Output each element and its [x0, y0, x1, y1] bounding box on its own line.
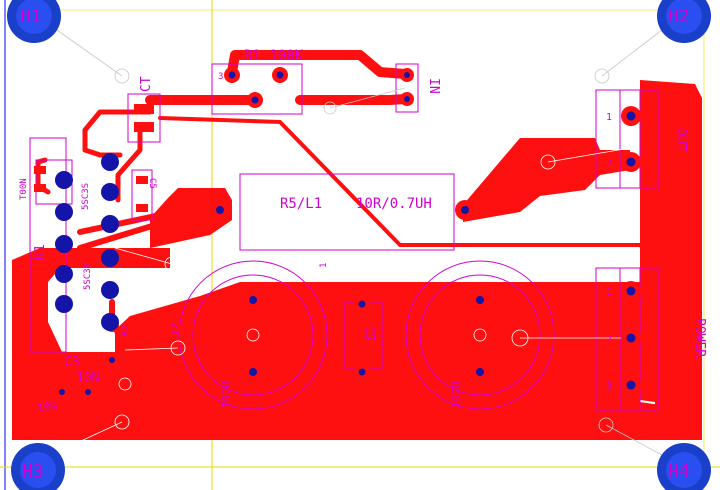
- trace-ct-down: [115, 125, 143, 203]
- copper-pour-r5l1: [150, 188, 232, 248]
- trace-ct-loop: [82, 109, 153, 158]
- power-pin-1: 1: [606, 287, 612, 298]
- r5l1-pin-1: 1: [319, 263, 329, 268]
- mounting-hole-h4: H4: [657, 443, 711, 490]
- label-100u-2: 100U: [450, 382, 463, 409]
- in-designator: IN: [426, 78, 441, 94]
- label-c2: C2: [171, 323, 181, 334]
- mounting-hole-h2: H2: [657, 0, 711, 43]
- h3-label: H3: [22, 461, 44, 482]
- cap-left-inner: [192, 274, 314, 396]
- mounting-hole-h1: H1: [7, 0, 61, 43]
- c3-value: 10N: [76, 371, 99, 386]
- label-100u: 100U: [220, 382, 233, 409]
- r1-outline: [211, 63, 303, 115]
- c3-designator: C3: [64, 355, 80, 370]
- label-5sc3s-2: 5SC3S: [83, 263, 93, 290]
- cap-right-outline: [405, 260, 555, 410]
- c5-designator: C5: [363, 326, 377, 340]
- c5-sm-outline: [131, 169, 153, 221]
- trace-in-return: [295, 94, 410, 105]
- copper-pour-right: [640, 80, 702, 440]
- copper-pour-out: [463, 138, 630, 222]
- pad-ct-1: [134, 104, 154, 114]
- mounting-hole-h3: H3: [11, 443, 65, 490]
- pad-ct-2: [134, 122, 154, 132]
- u1-pads: [55, 153, 119, 331]
- power-pin-2: 2: [606, 334, 612, 345]
- label-t00n: T00N: [19, 178, 29, 200]
- r1-pin-3: 3: [218, 72, 223, 82]
- r1-designator: R1 100K: [244, 48, 304, 64]
- r5l1-value: 10R/0.7UH: [356, 196, 432, 212]
- h4-label: H4: [668, 461, 690, 482]
- power-pin-3: 3: [606, 381, 612, 392]
- out-outline: [595, 89, 659, 189]
- c5-sm-designator: C5: [147, 178, 157, 189]
- in-outline: [395, 63, 419, 113]
- trace-u1-bus2: [77, 219, 168, 251]
- trace-u1-bus: [77, 212, 163, 235]
- r5l1-designator: R5/L1: [280, 196, 322, 212]
- label-5sc3s: 5SC3S: [81, 183, 91, 210]
- out-pin-2: 2: [606, 158, 612, 169]
- copper-pour-lower-strip: [60, 378, 640, 410]
- ct-designator: CT: [139, 76, 154, 92]
- cap-left-outline: [178, 260, 328, 410]
- label-10n: 10N: [36, 399, 58, 415]
- cap-right-inner: [419, 274, 541, 396]
- power-designator: POWER: [692, 318, 707, 357]
- ct-outline: [127, 93, 161, 143]
- copper-pour-power: [78, 300, 640, 400]
- label-r2: R2: [121, 325, 131, 336]
- out-designator: OUT: [673, 128, 688, 152]
- out-pin-1: 1: [606, 112, 612, 123]
- trace-r1-in: [227, 50, 410, 79]
- r5l1-outline: [239, 173, 455, 251]
- power-outline: [595, 267, 659, 411]
- trace-diagonal: [158, 116, 652, 257]
- u1-designator: U1: [33, 244, 48, 260]
- h1-label: H1: [20, 6, 42, 27]
- h2-label: H2: [668, 6, 690, 27]
